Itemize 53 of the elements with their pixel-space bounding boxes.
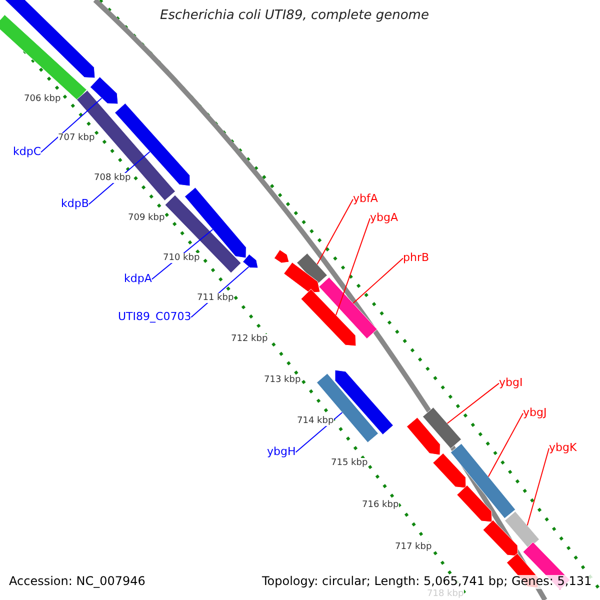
leader-line: [446, 382, 500, 424]
tick-label: 709 kbp: [128, 213, 165, 224]
gene-label: kdpA: [124, 273, 152, 286]
tick-label: 710 kbp: [163, 253, 200, 264]
gene-block: [242, 254, 258, 268]
gene-label: ybgH: [267, 446, 296, 459]
gene-block: [456, 484, 492, 522]
info-text: Topology: circular; Length: 5,065,741 bp; Genes: 5,131: [262, 575, 592, 589]
gene-label: ybfA: [353, 193, 378, 206]
tick-label: 707 kbp: [58, 133, 95, 144]
leader-line: [336, 218, 370, 316]
gene-bar: [504, 511, 540, 549]
gene-label: ybgK: [549, 442, 577, 455]
leader-line: [40, 98, 102, 153]
tick-label: 706 kbp: [24, 94, 61, 104]
gene-label: ybgI: [499, 377, 523, 390]
tick-label: 712 kbp: [231, 334, 268, 344]
gene-bar: [316, 373, 379, 443]
gene-bar: [318, 277, 378, 339]
gene-block: [284, 262, 320, 294]
leader-line: [316, 198, 354, 265]
gene-block: [90, 76, 118, 104]
tick-label: 715 kbp: [331, 458, 368, 468]
leader-line: [488, 412, 524, 478]
gene-label: phrB: [403, 252, 430, 265]
gene-block: [300, 288, 356, 346]
tick-label: 713 kbp: [264, 375, 301, 386]
leader-line: [295, 412, 343, 453]
gene-block: [274, 250, 290, 264]
gene-label: kdpC: [13, 146, 42, 159]
gene-block: [4, 0, 96, 78]
gene-block: [482, 520, 518, 556]
gene-label: kdpB: [61, 198, 89, 211]
info-text: Accession: NC_007946: [9, 575, 146, 589]
gene-bar: [450, 443, 516, 519]
gene-block: [406, 417, 440, 456]
gene-label: UTI89_C0703: [118, 311, 192, 324]
title: Escherichia coli UTI89, complete genome: [160, 9, 429, 24]
tick-label: 708 kbp: [94, 173, 131, 184]
gene-label: ybgJ: [523, 407, 547, 420]
tick-label: 711 kbp: [197, 293, 234, 304]
gene-bar: [422, 407, 462, 449]
gene-label: ybgA: [370, 212, 398, 225]
leader-line: [526, 448, 550, 526]
gene-bar: [296, 253, 328, 285]
tick-label: 716 kbp: [362, 500, 399, 510]
tick-label: 714 kbp: [297, 416, 334, 426]
gene-block: [334, 370, 394, 435]
gene-block: [114, 103, 190, 186]
gene-bar: [164, 194, 242, 274]
tick-label: 717 kbp: [395, 542, 432, 552]
leader-line: [352, 258, 404, 304]
gene-block: [432, 452, 466, 488]
